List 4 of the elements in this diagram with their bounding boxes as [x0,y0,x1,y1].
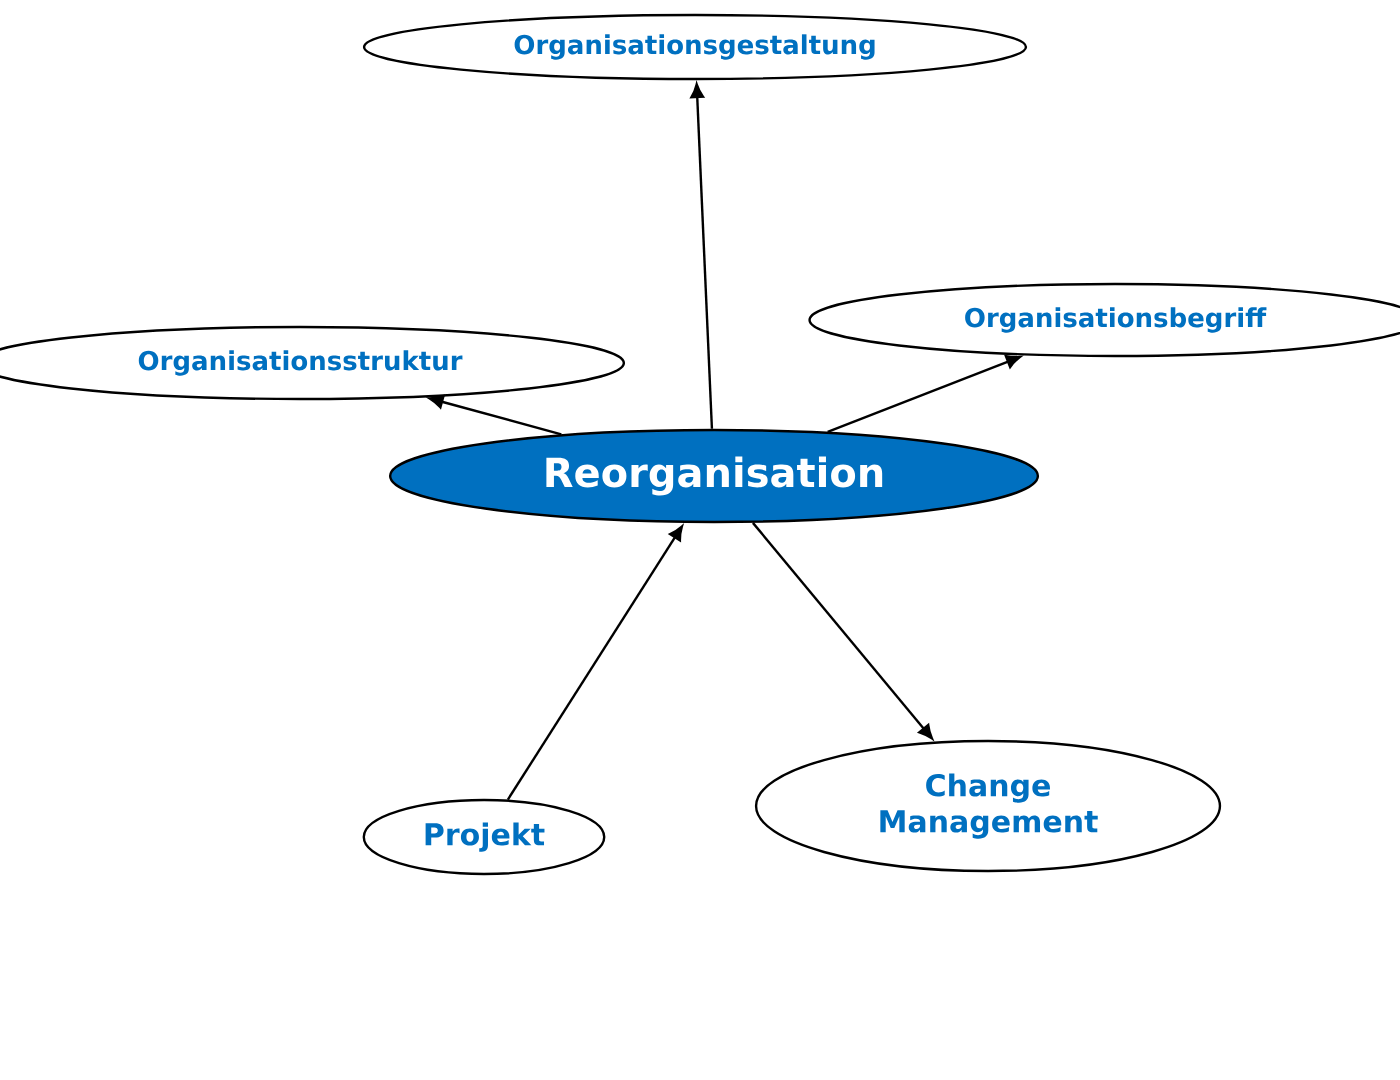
arrow [827,355,1021,433]
arrow [506,525,683,801]
arrow [752,522,934,740]
arrow [428,395,562,436]
